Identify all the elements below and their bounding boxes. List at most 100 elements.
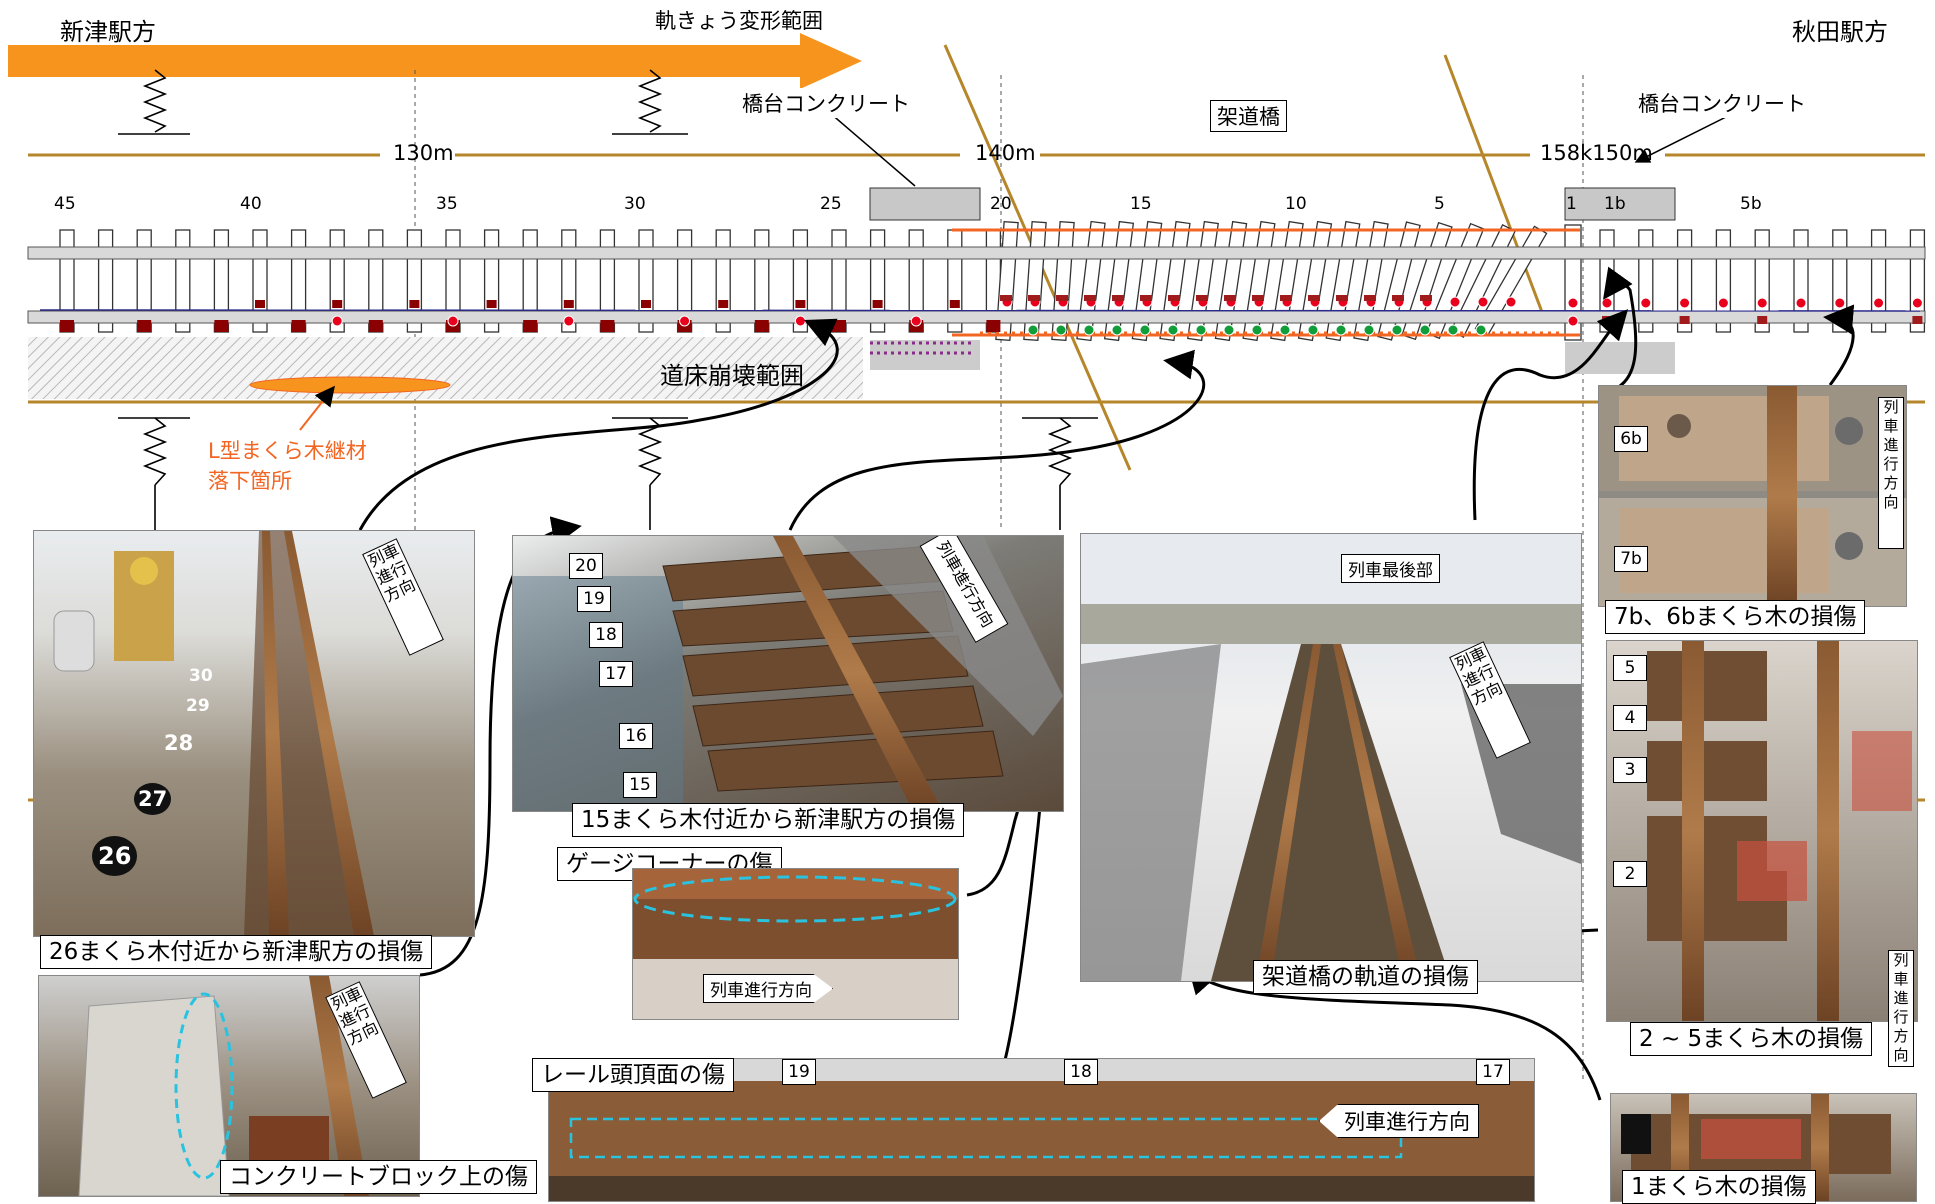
sleeper-number: 1 [1566, 194, 1577, 214]
station-right-label: 秋田駅方 [1792, 18, 1888, 46]
damage-mark [409, 300, 420, 308]
direction-label: 列車進行方向 [1319, 1104, 1479, 1138]
marker-27: 27 [134, 783, 172, 815]
photo-gauge-corner: 列車進行方向 [632, 868, 959, 1020]
damage-mark [600, 320, 615, 332]
damage-dot [1083, 324, 1095, 336]
damage-mark [332, 300, 343, 308]
rail-bottom [27, 310, 1926, 324]
damage-dot [1335, 324, 1347, 336]
sleeper-number: 35 [436, 194, 458, 214]
marker-19: 19 [577, 586, 611, 612]
damage-mark [214, 320, 229, 332]
marker-20: 20 [569, 553, 603, 579]
damage-mark [1308, 295, 1320, 301]
abutment-right-lower [1565, 342, 1675, 374]
damage-dot [447, 315, 459, 327]
sleeper-number: 25 [820, 194, 842, 214]
caption-sleeper-15: 15まくら木付近から新津駅方の損傷 [572, 803, 965, 837]
marker-4: 4 [1613, 705, 1647, 731]
damage-mark [1112, 295, 1124, 301]
photo-sleeper-15: 20 19 18 17 16 15 列車進行方向 [512, 535, 1064, 812]
damage-dot [1795, 297, 1807, 309]
photo-sleeper-26: 30 29 28 27 26 列車進行方向 [33, 530, 475, 937]
marker-29: 29 [186, 696, 210, 716]
sleeper-number: 45 [54, 194, 76, 214]
blue-trace [39, 309, 1921, 312]
damage-dot [1363, 324, 1375, 336]
sleeper-number: 1b [1604, 194, 1626, 214]
marker-17: 17 [1476, 1059, 1510, 1085]
station-left-label: 新津駅方 [60, 18, 156, 46]
damage-dot [1195, 324, 1207, 336]
damage-dot [1717, 297, 1729, 309]
damage-mark [1084, 295, 1096, 301]
marker-26: 26 [92, 836, 138, 876]
marker-18: 18 [1064, 1059, 1098, 1085]
damage-mark [1252, 295, 1264, 301]
sleeper-number: 5b [1740, 194, 1762, 214]
damage-mark [832, 320, 846, 332]
damage-dot [1911, 297, 1923, 309]
damage-dot [1223, 324, 1235, 336]
ballast-collapse-label: 道床崩壊範囲 [660, 362, 804, 390]
damage-mark [523, 320, 538, 332]
damage-mark [60, 320, 74, 332]
photo-sleepers-2-5: 5 4 3 2 [1606, 640, 1918, 1022]
damage-dot [1475, 324, 1487, 336]
abutment-right-block [1564, 187, 1676, 221]
damage-dot [1756, 297, 1768, 309]
marker-16: 16 [619, 723, 653, 749]
damage-mark [255, 300, 265, 308]
damage-dot [1055, 324, 1067, 336]
damage-dot [1447, 324, 1459, 336]
marker-5: 5 [1613, 655, 1647, 681]
damage-mark [1056, 295, 1068, 301]
abutment-left-label: 橋台コンクリート [742, 88, 910, 118]
damage-mark [872, 300, 883, 308]
abutment-left-lower [870, 340, 980, 370]
l-sleeper-ellipse [249, 376, 451, 394]
abutment-right-label: 橋台コンクリート [1638, 88, 1806, 118]
sleeper-number: 15 [1130, 194, 1152, 214]
damage-dot [1391, 324, 1403, 336]
marker-18: 18 [589, 622, 623, 648]
damage-dot [794, 315, 806, 327]
direction-label: 列車進行方向 [1888, 950, 1914, 1067]
deformation-range-label: 軌きょう変形範囲 [655, 9, 823, 33]
damage-mark [641, 300, 651, 308]
damage-dot [1601, 297, 1613, 309]
sleeper-number: 5 [1434, 194, 1445, 214]
damage-mark [718, 300, 729, 308]
direction-label: 列車進行方向 [1878, 397, 1904, 549]
damage-mark [949, 300, 960, 308]
caption-sleeper-26: 26まくら木付近から新津駅方の損傷 [40, 935, 433, 969]
damage-mark [563, 300, 574, 308]
damage-mark [1392, 295, 1404, 301]
damage-mark [1912, 316, 1923, 324]
damage-mark [1336, 295, 1348, 301]
damage-mark [368, 320, 383, 332]
damage-dot [1419, 324, 1431, 336]
damage-dot [1567, 315, 1579, 327]
abutment-left-block [869, 187, 981, 221]
damage-mark [1757, 316, 1768, 324]
direction-arrow [8, 33, 862, 89]
distance-150: 158k150m [1540, 141, 1653, 165]
damage-mark [1028, 295, 1040, 301]
sleeper-number: 10 [1285, 194, 1307, 214]
caption-concrete-block: コンクリートブロック上の傷 [220, 1160, 537, 1194]
l-sleeper-note-2: 落下箇所 [208, 469, 292, 493]
damage-mark [1196, 295, 1208, 301]
caption-sleeper-1: 1まくら木の損傷 [1622, 1170, 1816, 1204]
damage-dot [1477, 296, 1489, 308]
damage-mark [795, 300, 806, 308]
damage-mark [1280, 295, 1292, 301]
sleeper-number: 40 [240, 194, 262, 214]
marker-28: 28 [164, 731, 194, 755]
photo-sleeper-6b-7b: 6b 7b [1598, 385, 1907, 607]
marker-19: 19 [782, 1059, 816, 1085]
train-tail-label: 列車最後部 [1341, 554, 1440, 583]
damage-dot [1567, 297, 1579, 309]
